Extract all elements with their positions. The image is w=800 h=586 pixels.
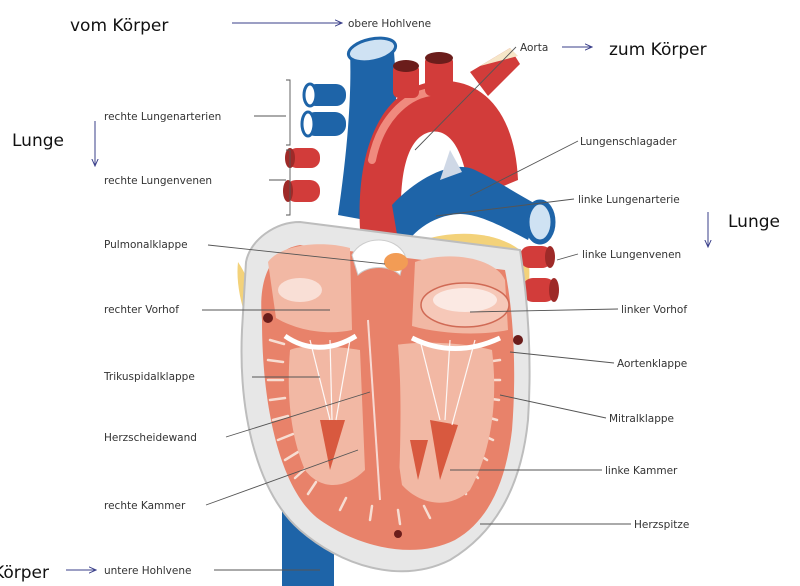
right-pulmonary-veins-vessels	[283, 148, 320, 202]
label-tricuspid-valve: Trikuspidalklappe	[103, 371, 195, 383]
label-pulmonary-valve: Pulmonalklappe	[104, 239, 188, 251]
label-right-ventricle: rechte Kammer	[104, 500, 186, 512]
label-lung-right: Lunge	[728, 212, 780, 232]
label-right-pulmonary-arteries: rechte Lungenarterien	[104, 111, 221, 123]
label-pulmonary-trunk: Lungenschlagader	[580, 136, 677, 148]
label-left-atrium: linker Vorhof	[621, 304, 687, 316]
label-left-pulmonary-artery: linke Lungenarterie	[578, 194, 680, 206]
label-mitral-valve: Mitralklappe	[609, 413, 674, 425]
label-superior-vena-cava: obere Hohlvene	[348, 18, 431, 30]
label-aortic-valve: Aortenklappe	[617, 358, 687, 370]
label-right-pulmonary-veins: rechte Lungenvenen	[104, 175, 212, 187]
label-to-body: zum Körper	[609, 40, 707, 60]
label-left-pulmonary-veins: linke Lungenvenen	[582, 249, 681, 261]
label-aorta: Aorta	[520, 42, 548, 54]
label-from-body-top: vom Körper	[70, 16, 168, 36]
label-inferior-vena-cava: untere Hohlvene	[104, 565, 191, 577]
right-pulmonary-arteries-vessels	[302, 84, 346, 136]
label-from-body-bottom: Körper	[0, 563, 49, 583]
label-apex: Herzspitze	[634, 519, 689, 531]
label-lung-left: Lunge	[12, 131, 64, 151]
label-left-ventricle: linke Kammer	[605, 465, 678, 477]
label-septum: Herzscheidewand	[104, 432, 197, 444]
label-right-atrium: rechter Vorhof	[104, 304, 179, 316]
